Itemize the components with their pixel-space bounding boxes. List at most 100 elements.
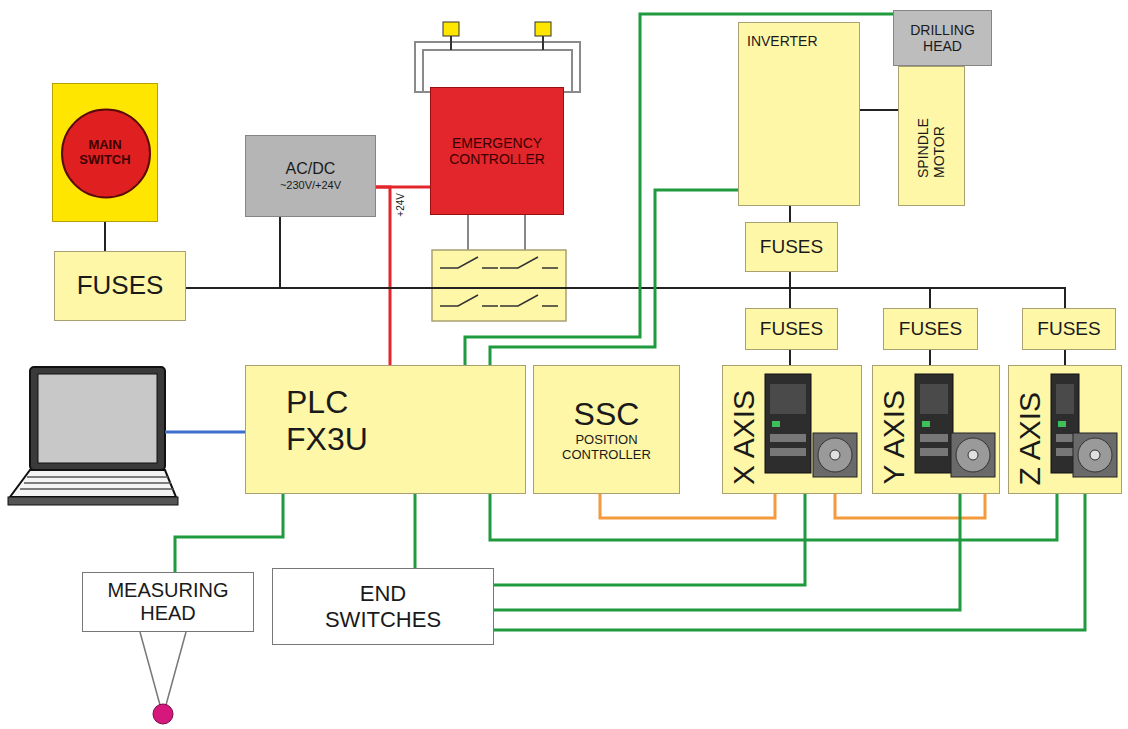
drive-connector — [920, 448, 948, 456]
node-label: FUSES — [1037, 318, 1100, 340]
motor-shaft — [830, 450, 840, 460]
contactor-wire — [467, 215, 469, 250]
laptop-keys — [20, 477, 174, 489]
servo-axis: Z AXIS — [1008, 365, 1122, 494]
drive-panel — [1056, 384, 1074, 414]
wire — [1064, 350, 1066, 365]
wire — [789, 206, 791, 222]
node-label: FUSES — [77, 271, 164, 301]
wire — [186, 288, 790, 308]
wire-label: +24V — [394, 192, 407, 218]
emergency-button — [443, 22, 459, 36]
drive-led — [772, 421, 780, 427]
wire — [186, 288, 1065, 308]
fuse-box: FUSES — [745, 222, 838, 272]
wire — [600, 494, 775, 518]
probe-line — [166, 632, 186, 705]
node-label: END SWITCHES — [313, 581, 453, 632]
probe-tip — [153, 704, 173, 724]
node-label: FUSES — [760, 236, 823, 258]
button-bracket — [415, 42, 580, 92]
wire — [376, 187, 390, 365]
node-label: DRILLING HEAD — [898, 22, 987, 54]
fuse-box: FUSES — [883, 308, 978, 350]
wire — [860, 109, 898, 111]
node-label: MAIN SWITCH — [69, 138, 141, 168]
node-label: Y AXIS — [877, 390, 912, 485]
inverter: INVERTER — [738, 22, 860, 206]
drive-connector — [920, 434, 948, 442]
motor-shaft — [1090, 450, 1100, 460]
contactor-box — [432, 250, 566, 321]
drive-panel — [920, 384, 948, 414]
switch-symbol — [440, 257, 558, 268]
fuse-box: FUSES — [1022, 308, 1116, 350]
drive-connector — [1056, 434, 1074, 442]
node-label: FUSES — [760, 318, 823, 340]
motor-flange — [818, 438, 852, 472]
main-switch: MAIN SWITCH — [52, 83, 158, 222]
switch-knob — [62, 110, 150, 198]
end-switches: END SWITCHES — [272, 568, 494, 645]
laptop-base — [8, 497, 178, 505]
drive-led — [922, 421, 930, 427]
wire — [494, 494, 805, 585]
node-label: FUSES — [899, 318, 962, 340]
laptop-keyboard — [10, 470, 176, 497]
measuring-head: MEASURING HEAD — [82, 572, 254, 632]
node-label: ~230V/+24V — [280, 179, 341, 192]
motor-flange — [1078, 438, 1112, 472]
plc-unit: PLC FX3U — [245, 365, 526, 494]
emergency-controller: EMERGENCY CONTROLLER — [430, 87, 564, 215]
wire — [186, 217, 280, 288]
wire — [835, 494, 985, 518]
wire — [494, 494, 960, 610]
spindle-motor: SPINDLE MOTOR — [898, 66, 965, 206]
node-label: SPINDLE MOTOR — [915, 94, 947, 178]
drilling-head: DRILLING HEAD — [893, 10, 992, 66]
motor-shaft — [968, 450, 978, 460]
wire — [104, 222, 106, 251]
servo-motor — [1073, 433, 1117, 477]
drive-led — [1058, 421, 1066, 427]
node-label: Z AXIS — [1013, 392, 1048, 485]
wire — [929, 350, 931, 365]
probe-line — [140, 632, 160, 705]
drive-connector — [1056, 448, 1074, 456]
servo-drive — [915, 374, 953, 473]
laptop-screen — [38, 374, 157, 463]
fuse-box: FUSES — [745, 308, 838, 350]
fuse-box: FUSES — [54, 251, 186, 321]
drive-connector — [770, 448, 806, 456]
position-controller: SSCPOSITION CONTROLLER — [533, 365, 680, 494]
node-label: X AXIS — [727, 390, 762, 485]
servo-drive — [765, 374, 811, 473]
wire — [414, 494, 417, 568]
node-label: POSITION CONTROLLER — [557, 433, 657, 463]
button-stem — [542, 36, 544, 50]
wire — [186, 272, 790, 288]
drive-connector — [770, 434, 806, 442]
servo-axis: X AXIS — [722, 365, 862, 494]
wire — [186, 288, 930, 308]
laptop-cable — [165, 431, 245, 434]
wire — [490, 494, 1057, 540]
wire — [789, 350, 791, 365]
node-label: AC/DC — [286, 160, 336, 178]
motor-flange — [956, 438, 990, 472]
power-supply: AC/DC~230V/+24V — [245, 135, 376, 217]
servo-motor — [813, 433, 857, 477]
servo-motor — [951, 433, 995, 477]
emergency-button — [535, 22, 551, 36]
contactor-wire — [524, 215, 526, 250]
button-bracket — [423, 50, 572, 92]
laptop-screen-frame — [30, 367, 165, 470]
servo-axis: Y AXIS — [872, 365, 1000, 494]
node-label: MEASURING HEAD — [93, 579, 243, 625]
node-label: SSC — [574, 396, 640, 433]
wire — [175, 494, 283, 572]
button-stem — [450, 36, 452, 50]
node-label: INVERTER — [747, 33, 818, 49]
wire — [494, 494, 1085, 630]
node-label: PLC FX3U — [286, 384, 386, 458]
